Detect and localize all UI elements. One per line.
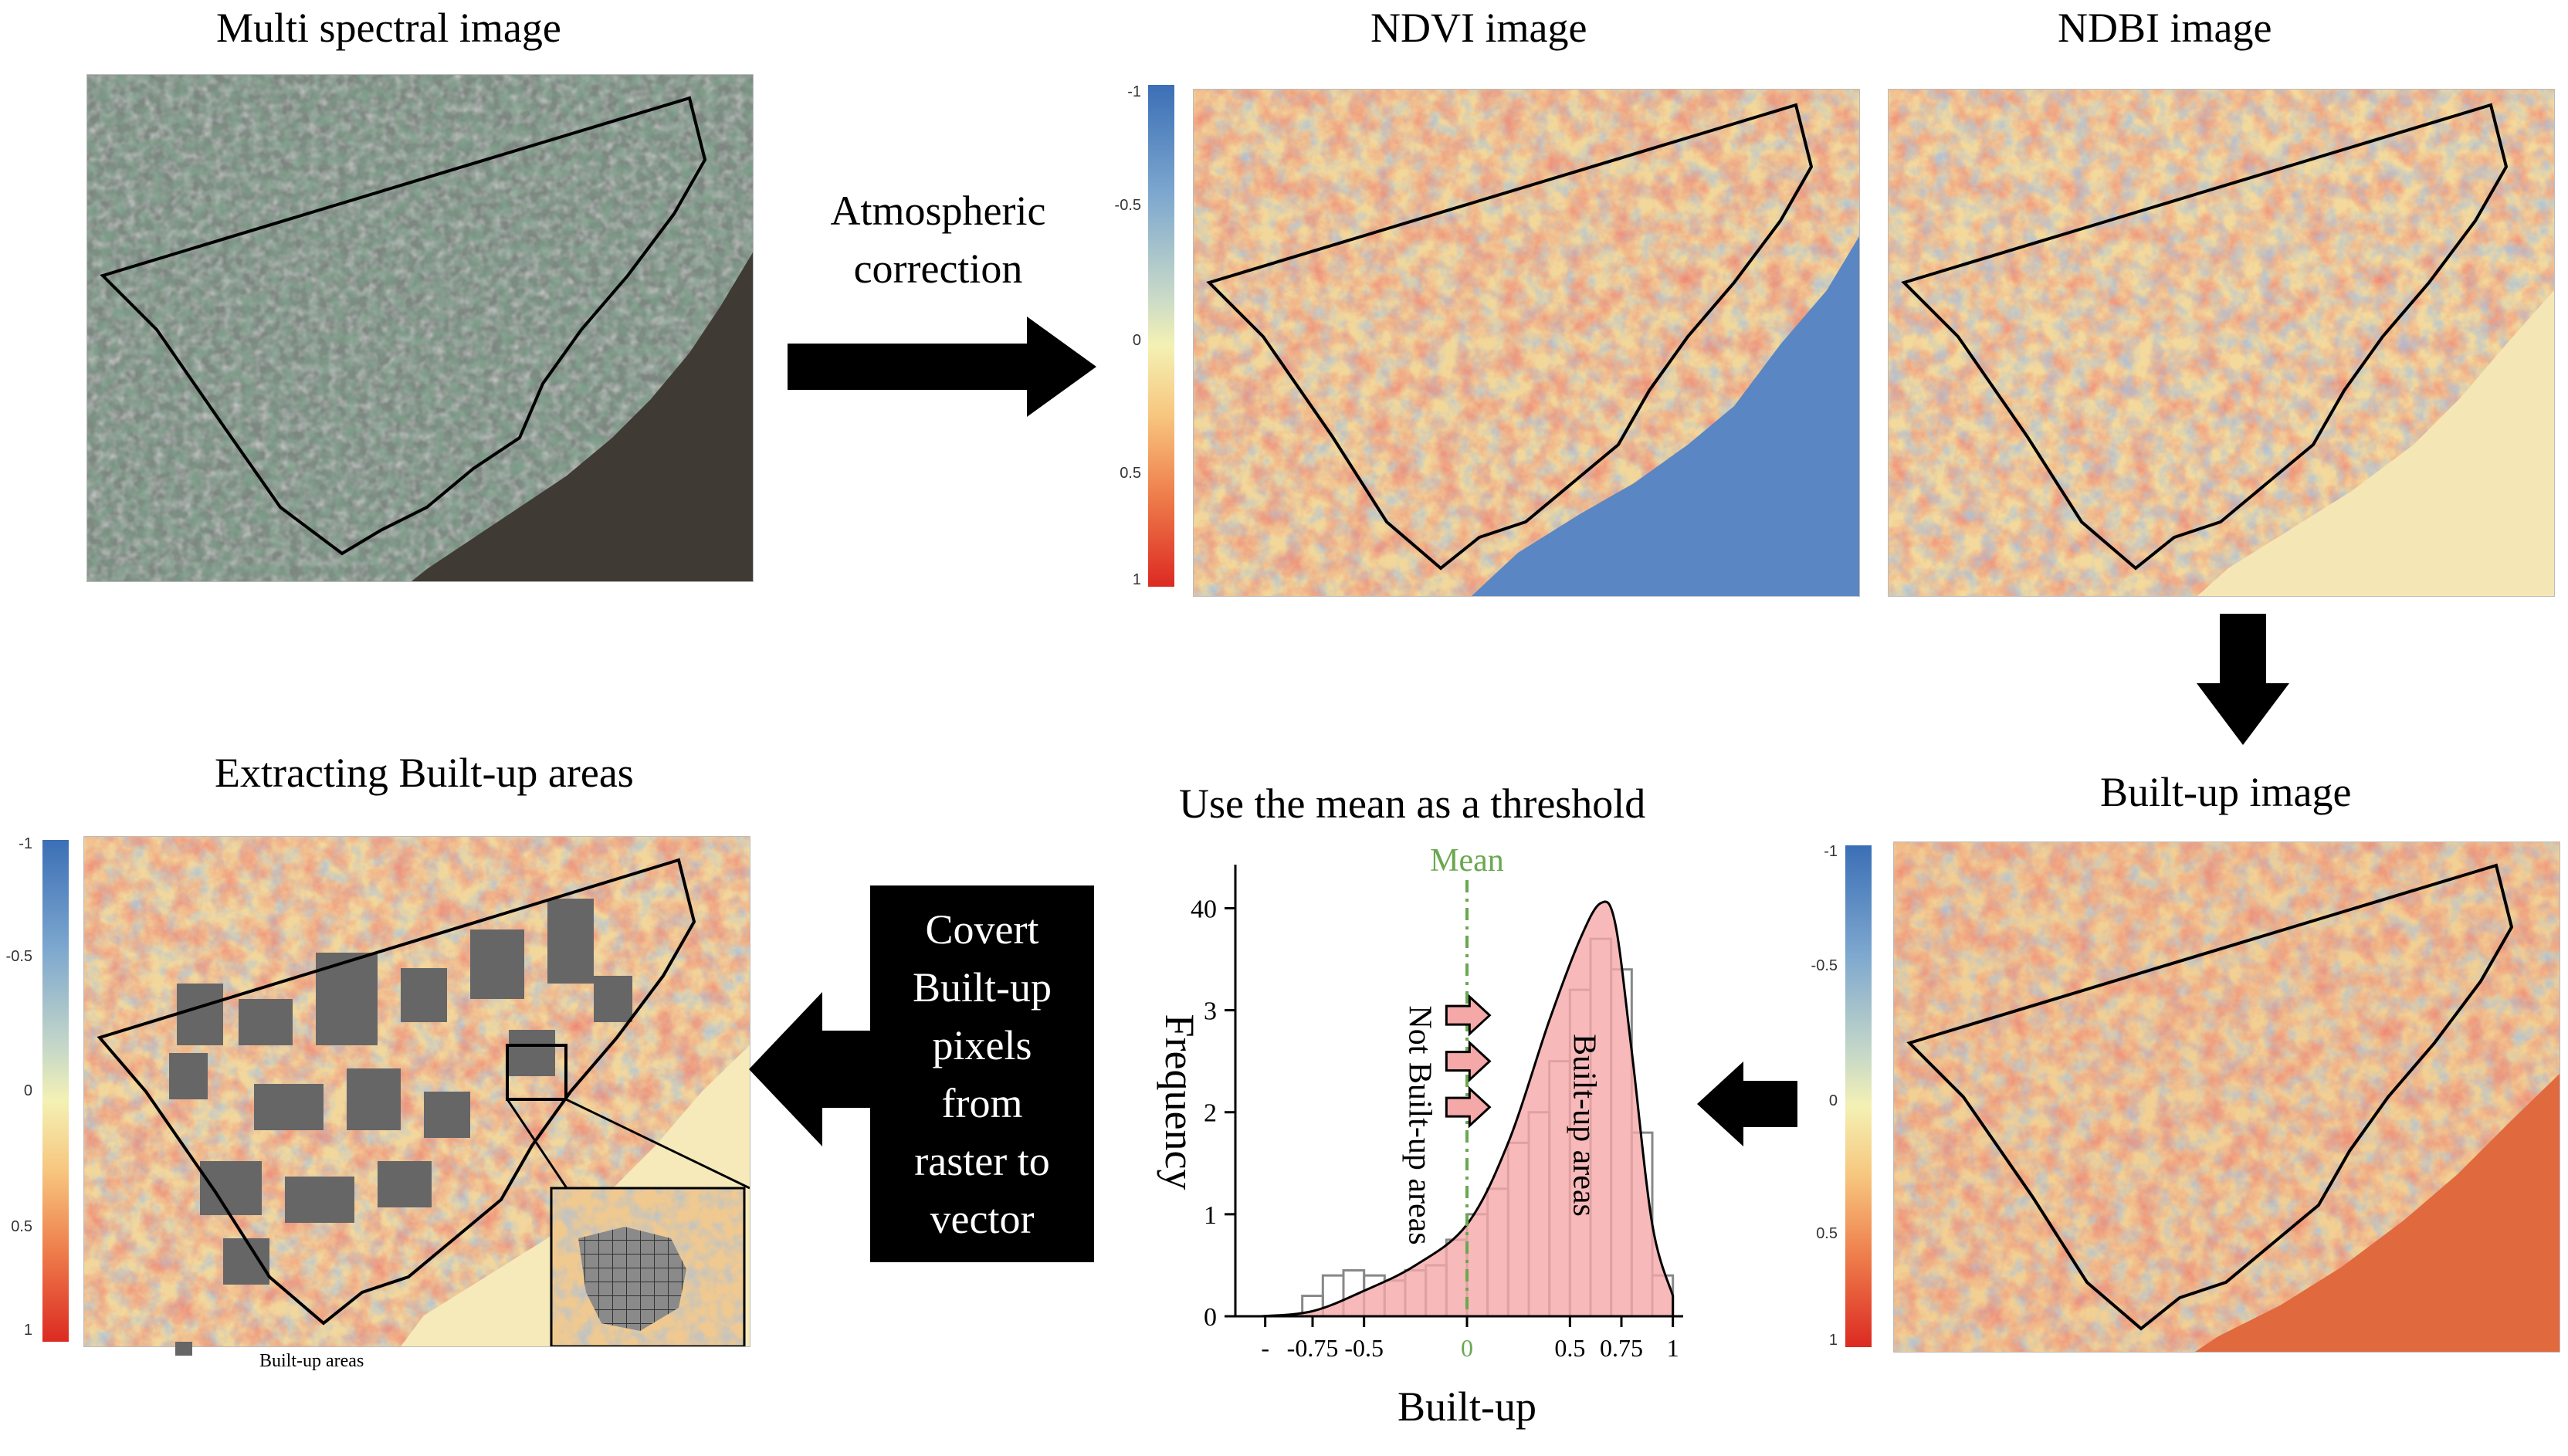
x-tick-label: 0 bbox=[1461, 1334, 1473, 1362]
atmos-line1: Atmospheric bbox=[830, 188, 1046, 234]
not-builtup-label: Not Built-up areas bbox=[1401, 1005, 1437, 1244]
small-arrow-right-icon bbox=[1445, 994, 1492, 1037]
extract-tick-0: 0 bbox=[23, 1082, 32, 1099]
convert-line-2: Built-up bbox=[912, 964, 1052, 1011]
mean-label: Mean bbox=[1430, 843, 1504, 879]
arrow-left-icon bbox=[749, 992, 876, 1146]
y-tick-label: 2 bbox=[1204, 1099, 1217, 1128]
small-arrow-right-icon bbox=[1445, 1040, 1492, 1083]
builtup-tick-1: 1 bbox=[1828, 1332, 1838, 1349]
ndvi-colorbar bbox=[1148, 85, 1174, 587]
density-area bbox=[1261, 900, 1675, 1318]
builtup-legend-swatch bbox=[175, 1342, 192, 1356]
y-tick-label: 1 bbox=[1204, 1201, 1217, 1230]
builtup-tick-neg1: -1 bbox=[1824, 843, 1838, 860]
ndvi-map bbox=[1193, 89, 1860, 597]
y-axis-label: Frequency bbox=[1157, 1014, 1203, 1190]
convert-line-3: pixels bbox=[932, 1022, 1032, 1068]
y-tick-label: 3 bbox=[1204, 997, 1217, 1026]
convert-line-5: raster to bbox=[914, 1138, 1050, 1184]
ndvi-tick-0: 0 bbox=[1132, 332, 1141, 349]
extract-tick-neg1: -1 bbox=[19, 835, 32, 852]
builtup-legend-label: Built-up areas bbox=[259, 1351, 364, 1371]
extract-tick-05: 0.5 bbox=[11, 1218, 32, 1235]
y-tick-label: 0 bbox=[1204, 1303, 1217, 1332]
builtup-polygons bbox=[169, 899, 632, 1285]
zoom-inset bbox=[550, 1187, 746, 1346]
ndvi-tick-neg1: -1 bbox=[1127, 83, 1141, 100]
convert-line-1: Covert bbox=[925, 906, 1039, 953]
extract-map bbox=[83, 836, 750, 1347]
convert-box: Covert Built-up pixels from raster to ve… bbox=[870, 885, 1094, 1262]
extracting-title: Extracting Built-up areas bbox=[215, 750, 634, 796]
ndvi-title: NDVI image bbox=[1370, 5, 1587, 51]
x-tick-label: -0.5 bbox=[1344, 1334, 1384, 1362]
x-tick-label: -0.75 bbox=[1287, 1334, 1339, 1362]
multispectral-map bbox=[86, 74, 754, 582]
zoom-box bbox=[506, 1044, 567, 1101]
multispectral-title: Multi spectral image bbox=[216, 5, 561, 51]
builtup-tick-0: 0 bbox=[1828, 1092, 1838, 1109]
x-axis-label: Built-up bbox=[1397, 1383, 1536, 1430]
arrow-left-small-icon bbox=[1697, 1062, 1797, 1146]
ndbi-map bbox=[1888, 89, 2555, 597]
convert-line-6: vector bbox=[930, 1196, 1035, 1242]
builtup-image-title: Built-up image bbox=[2100, 769, 2352, 815]
small-arrow-right-icon bbox=[1445, 1085, 1492, 1129]
builtup-region-label: Built-up areas bbox=[1567, 1034, 1602, 1217]
ndvi-tick-neg05: -0.5 bbox=[1114, 197, 1141, 214]
ndbi-title: NDBI image bbox=[2058, 5, 2272, 51]
x-tick-label: 0.75 bbox=[1600, 1334, 1643, 1362]
builtup-tick-05: 0.5 bbox=[1816, 1225, 1838, 1242]
atmos-line2: correction bbox=[853, 245, 1023, 292]
builtup-map bbox=[1893, 841, 2560, 1353]
ndvi-tick-1: 1 bbox=[1132, 571, 1141, 588]
arrow-right-icon bbox=[788, 317, 1096, 417]
builtup-tick-neg05: -0.5 bbox=[1811, 957, 1838, 974]
threshold-title: Use the mean as a threshold bbox=[1179, 780, 1646, 827]
extract-tick-neg05: -0.5 bbox=[5, 948, 32, 965]
extract-colorbar bbox=[42, 840, 69, 1342]
x-tick-label: - bbox=[1261, 1334, 1269, 1362]
x-tick-label: 1 bbox=[1667, 1334, 1679, 1362]
arrow-down-icon bbox=[2197, 614, 2289, 745]
builtup-colorbar bbox=[1845, 845, 1872, 1347]
threshold-chart: Mean --0.75-0.5 0 0.5 0.75 1 0 1 2 3 40 Built-up… bbox=[1157, 843, 1683, 1430]
ndvi-tick-05: 0.5 bbox=[1120, 465, 1141, 482]
x-tick-label: 0.5 bbox=[1554, 1334, 1585, 1362]
y-tick-label: 40 bbox=[1191, 895, 1217, 923]
extract-tick-1: 1 bbox=[23, 1322, 32, 1339]
atmos-label: Atmospheric correction bbox=[803, 182, 1073, 298]
convert-line-4: from bbox=[941, 1080, 1023, 1126]
